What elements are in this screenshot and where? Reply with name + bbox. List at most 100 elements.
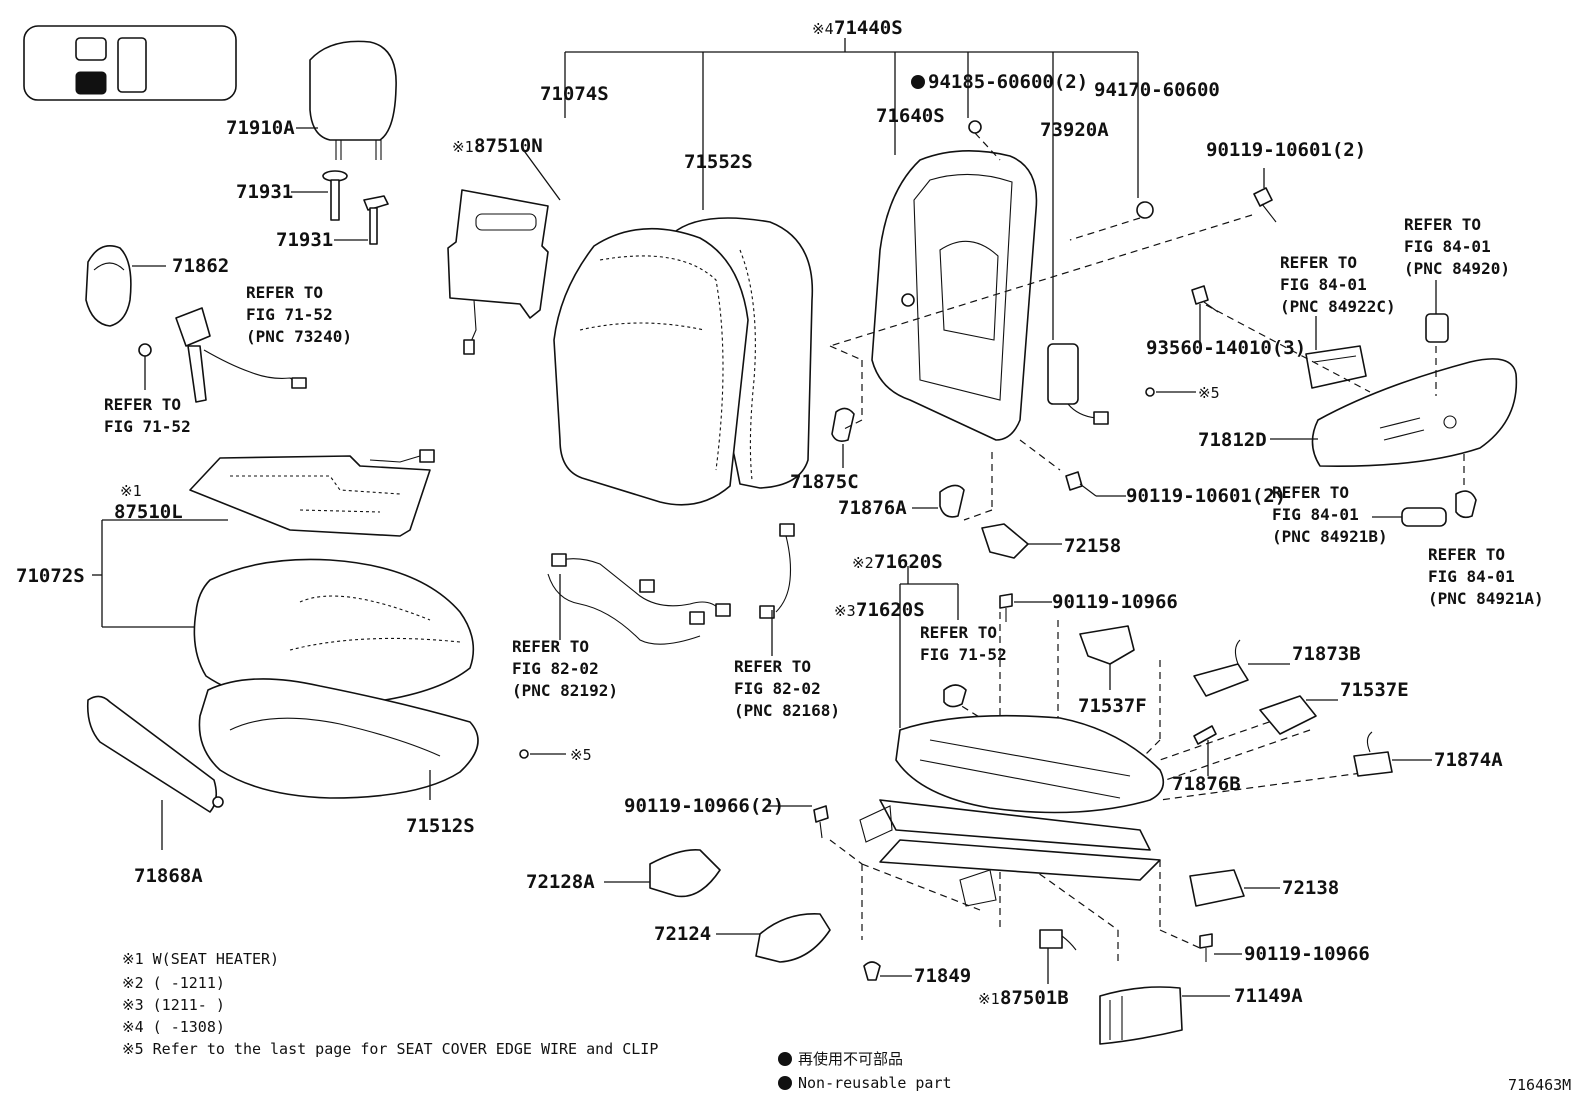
bracket-71875c	[831, 407, 855, 468]
label-71537f: 71537F	[1078, 695, 1147, 717]
label-90119-10966-upper: 90119-10966	[1052, 591, 1178, 613]
bolt-90119-10966-left	[766, 805, 829, 839]
figure-code: 716463M	[1508, 1076, 1571, 1094]
bracket-71873b	[1193, 639, 1290, 697]
bracket-71537f	[1079, 625, 1135, 690]
note-3: ※3 (1211- )	[122, 996, 225, 1014]
label-71849: 71849	[914, 965, 971, 987]
label-93560: 93560-14010(3)	[1146, 337, 1306, 359]
label-71074s: 71074S	[540, 83, 609, 105]
non-reusable-bullet	[911, 75, 925, 89]
seat-switch-84920	[1425, 280, 1449, 343]
label-71910a: 71910A	[226, 117, 295, 139]
footnotes: ※1 W(SEAT HEATER) ※2 ( -1211) ※3 (1211- …	[122, 950, 658, 1058]
wire-harness-82192	[547, 553, 731, 645]
svg-text:REFER TO: REFER TO	[246, 283, 323, 302]
ref-switch-84921a: REFER TO FIG 84-01 (PNC 84921A)	[1428, 545, 1544, 608]
knob-84921b	[1372, 507, 1447, 527]
knob-84921a	[1455, 490, 1477, 519]
svg-text:REFER TO: REFER TO	[1404, 215, 1481, 234]
note-2: ※2 ( -1211)	[122, 974, 225, 992]
label-87510l: 87510L	[114, 501, 183, 523]
label-73920a: 73920A	[1040, 119, 1109, 141]
svg-text:FIG 84-01: FIG 84-01	[1280, 275, 1367, 294]
label-72158: 72158	[1064, 535, 1121, 557]
seat-cushion-cover	[193, 558, 475, 707]
seat-switch-84922c	[1305, 316, 1367, 389]
ref-wire-82168: REFER TO FIG 82-02 (PNC 82168)	[734, 657, 840, 720]
svg-text:REFER TO: REFER TO	[104, 395, 181, 414]
ref-switch-84920: REFER TO FIG 84-01 (PNC 84920)	[1404, 215, 1510, 278]
ref-belt: REFER TO FIG 71-52 (PNC 73240)	[246, 283, 352, 346]
bolt-90119-10966-right	[1199, 933, 1242, 962]
svg-text:(PNC 73240): (PNC 73240)	[246, 327, 352, 346]
label-71876a: 71876A	[838, 497, 907, 519]
mark-1-c: ※1	[978, 990, 1000, 1008]
svg-text:FIG 84-01: FIG 84-01	[1428, 567, 1515, 586]
bracket-71072s	[92, 519, 228, 628]
label-71640s: 71640S	[876, 105, 945, 127]
mark-3: ※3	[834, 602, 856, 620]
headrest	[296, 40, 397, 160]
label-71620s-b: 71620S	[856, 599, 925, 621]
svg-text:REFER TO: REFER TO	[734, 657, 811, 676]
label-90119-10966-left: 90119-10966(2)	[624, 795, 784, 817]
cap-fig7152	[943, 684, 967, 708]
label-87510n: 87510N	[474, 135, 543, 157]
svg-text:(PNC 82192): (PNC 82192)	[512, 681, 618, 700]
clip-mark5-lower	[519, 749, 566, 759]
seat-adjuster-frame	[859, 714, 1165, 907]
label-71875c: 71875C	[790, 471, 859, 493]
cushion-heater-87510l	[189, 449, 435, 537]
headrest-guide-2	[334, 195, 389, 245]
seatback-frame-71640s	[871, 120, 1154, 441]
label-71862: 71862	[172, 255, 229, 277]
label-94185: 94185-60600(2)	[928, 71, 1088, 93]
cover-72124	[716, 913, 831, 963]
label-71812d: 71812D	[1198, 429, 1267, 451]
cover-71149a	[1099, 986, 1230, 1045]
label-71931-a: 71931	[236, 181, 293, 203]
legend: 再使用不可部品 Non-reusable part	[798, 1050, 952, 1092]
svg-text:FIG 84-01: FIG 84-01	[1272, 505, 1359, 524]
note-1: ※1 W(SEAT HEATER)	[122, 950, 279, 968]
label-71149a: 71149A	[1234, 985, 1303, 1007]
side-cover-71862	[85, 245, 166, 327]
svg-text:FIG 84-01: FIG 84-01	[1404, 237, 1491, 256]
cover-72138	[1189, 869, 1280, 907]
bolt-90119-10601-upper	[1253, 168, 1277, 223]
ref-wire-82192: REFER TO FIG 82-02 (PNC 82192)	[512, 637, 618, 700]
connector-87501b	[1039, 929, 1077, 984]
svg-text:REFER TO: REFER TO	[1280, 253, 1357, 272]
side-shield-71812d	[1270, 358, 1518, 467]
svg-text:REFER TO: REFER TO	[920, 623, 997, 642]
assembly-bracket-71440s	[564, 38, 1139, 340]
bracket-71876b	[1193, 725, 1217, 776]
svg-text:FIG 82-02: FIG 82-02	[512, 659, 599, 678]
mark-4: ※4	[812, 20, 834, 38]
label-71868a: 71868A	[134, 865, 203, 887]
label-71072s: 71072S	[16, 565, 85, 587]
mark-5-upper: ※5	[1198, 384, 1220, 402]
bracket-72158	[981, 523, 1062, 559]
label-71537e: 71537E	[1340, 679, 1409, 701]
svg-text:(PNC 84921B): (PNC 84921B)	[1272, 527, 1388, 546]
label-71873b: 71873B	[1292, 643, 1361, 665]
seat-cushion-pad-71512s	[198, 678, 479, 800]
ref-fig7152-center: REFER TO FIG 71-52	[920, 623, 1007, 664]
note-4: ※4 ( -1308)	[122, 1018, 225, 1036]
svg-text:FIG 71-52: FIG 71-52	[920, 645, 1007, 664]
legend-bullet-jp	[778, 1052, 792, 1066]
label-71874a: 71874A	[1434, 749, 1503, 771]
headrest-guide-1	[291, 170, 348, 221]
svg-text:(PNC 84921A): (PNC 84921A)	[1428, 589, 1544, 608]
label-90119-10601-lower: 90119-10601(2)	[1126, 485, 1286, 507]
note-5: ※5 Refer to the last page for SEAT COVER…	[122, 1040, 658, 1058]
mark-5-lower: ※5	[570, 746, 592, 764]
wire-harness-82168	[759, 523, 795, 656]
legend-jp: 再使用不可部品	[798, 1050, 903, 1068]
mark-2: ※2	[852, 554, 874, 572]
front-cover-71868a	[86, 695, 224, 850]
bracket-71537e	[1259, 695, 1338, 735]
